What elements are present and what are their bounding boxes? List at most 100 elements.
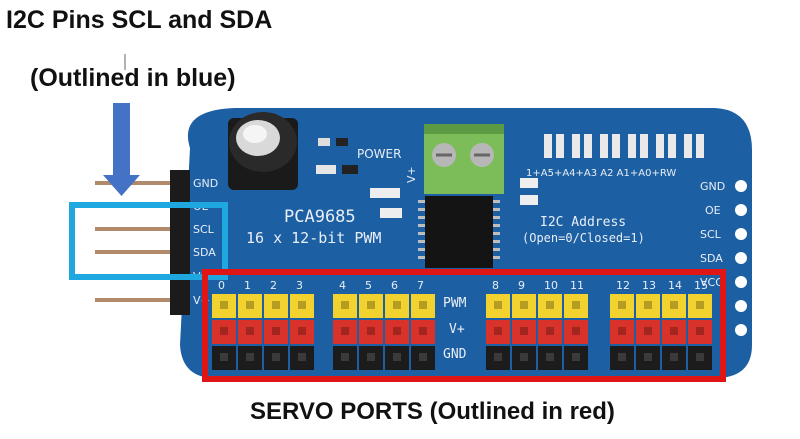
servo-pin-hole [220,301,228,309]
servo-pin-ch7-row0[interactable] [411,294,435,318]
servo-pin-ch3-row1[interactable] [290,320,314,344]
servo-pin-hole [341,301,349,309]
servo-pin-ch9-row1[interactable] [512,320,536,344]
servo-pin-hole [298,353,306,361]
servo-pin-ch8-row0[interactable] [486,294,510,318]
right-pin-scl: SCL [700,228,722,241]
address-title: I2C Address [540,215,626,230]
servo-pin-ch15-row0[interactable] [688,294,712,318]
right-pin-gnd: GND [700,180,725,193]
servo-pin-hole [572,301,580,309]
servo-pin-ch12-row1[interactable] [610,320,634,344]
channel-number-0: 0 [218,279,225,292]
caption-title-line2: (Outlined in blue) [30,64,236,92]
servo-pin-ch2-row0[interactable] [264,294,288,318]
servo-pin-ch4-row0[interactable] [333,294,357,318]
servo-pin-ch6-row1[interactable] [385,320,409,344]
address-jumpers [544,134,704,158]
channel-number-3: 3 [296,279,303,292]
servo-pin-hole [618,301,626,309]
servo-pin-ch1-row0[interactable] [238,294,262,318]
servo-pin-ch13-row1[interactable] [636,320,660,344]
servo-pin-hole [572,327,580,335]
servo-outline [202,269,726,382]
servo-pin-hole [367,301,375,309]
screw-terminal [424,124,504,194]
servo-pin-hole [696,301,704,309]
servo-pin-hole [546,301,554,309]
channel-number-4: 4 [339,279,346,292]
left-header-pins [95,181,180,302]
servo-pin-hole [520,353,528,361]
right-pin-labels: GND OE SCL SDA VCC [700,180,725,289]
servo-pin-hole [419,353,427,361]
servo-pin-ch3-row0[interactable] [290,294,314,318]
servo-pin-ch0-row0[interactable] [212,294,236,318]
pca9685-chip [418,196,500,268]
servo-pin-hole [546,353,554,361]
servo-pin-ch10-row1[interactable] [538,320,562,344]
servo-pin-hole [298,327,306,335]
servo-pin-ch1-row1[interactable] [238,320,262,344]
arrow-icon [103,103,140,196]
servo-pin-ch5-row0[interactable] [359,294,383,318]
channel-number-5: 5 [365,279,372,292]
servo-pin-hole [367,327,375,335]
servo-pin-hole [644,327,652,335]
servo-pin-hole [572,353,580,361]
servo-pin-ch0-row1[interactable] [212,320,236,344]
servo-pin-ch14-row0[interactable] [662,294,686,318]
servo-pin-hole [246,327,254,335]
servo-pin-ch6-row0[interactable] [385,294,409,318]
servo-pin-hole [393,327,401,335]
servo-pin-hole [220,353,228,361]
servo-pin-ch4-row1[interactable] [333,320,357,344]
i2c-outline [69,202,228,280]
servo-pin-ch11-row1[interactable] [564,320,588,344]
channel-number-14: 14 [668,279,682,292]
servo-pin-ch2-row1[interactable] [264,320,288,344]
chip-sub-label: 16 x 12-bit PWM [246,229,381,247]
servo-pin-hole [520,301,528,309]
servo-pin-hole [220,327,228,335]
servo-pin-ch9-row0[interactable] [512,294,536,318]
channel-number-2: 2 [270,279,277,292]
servo-pin-ch5-row1[interactable] [359,320,383,344]
servo-pin-hole [618,353,626,361]
servo-pin-hole [393,301,401,309]
channel-number-6: 6 [391,279,398,292]
caption-bottom: SERVO PORTS (Outlined in red) [250,398,615,425]
servo-pin-ch15-row1[interactable] [688,320,712,344]
servo-pin-hole [298,301,306,309]
servo-pin-hole [644,353,652,361]
servo-pin-ch8-row1[interactable] [486,320,510,344]
left-pin-scl: SCL [193,223,215,236]
servo-pin-hole [419,301,427,309]
servo-pin-ch11-row0[interactable] [564,294,588,318]
channel-number-10: 10 [544,279,558,292]
right-pin-sda: SDA [700,252,723,265]
servo-pin-hole [696,327,704,335]
servo-pin-ch7-row1[interactable] [411,320,435,344]
servo-pin-hole [367,353,375,361]
servo-pin-hole [670,327,678,335]
servo-pin-hole [670,353,678,361]
servo-pin-hole [494,327,502,335]
servo-pin-hole [272,353,280,361]
servo-pin-hole [644,301,652,309]
capacitor [228,112,298,190]
servo-pin-hole [246,301,254,309]
chip-label: PCA9685 [284,207,356,227]
servo-pin-ch13-row0[interactable] [636,294,660,318]
row-label-vplus: V+ [449,322,465,337]
servo-pin-hole [494,353,502,361]
channel-number-7: 7 [417,279,424,292]
servo-pin-hole [670,301,678,309]
servo-pin-ch10-row0[interactable] [538,294,562,318]
servo-pin-ch12-row0[interactable] [610,294,634,318]
servo-pin-hole [272,301,280,309]
channel-number-1: 1 [244,279,251,292]
power-label: POWER [357,147,401,161]
servo-pin-ch14-row1[interactable] [662,320,686,344]
